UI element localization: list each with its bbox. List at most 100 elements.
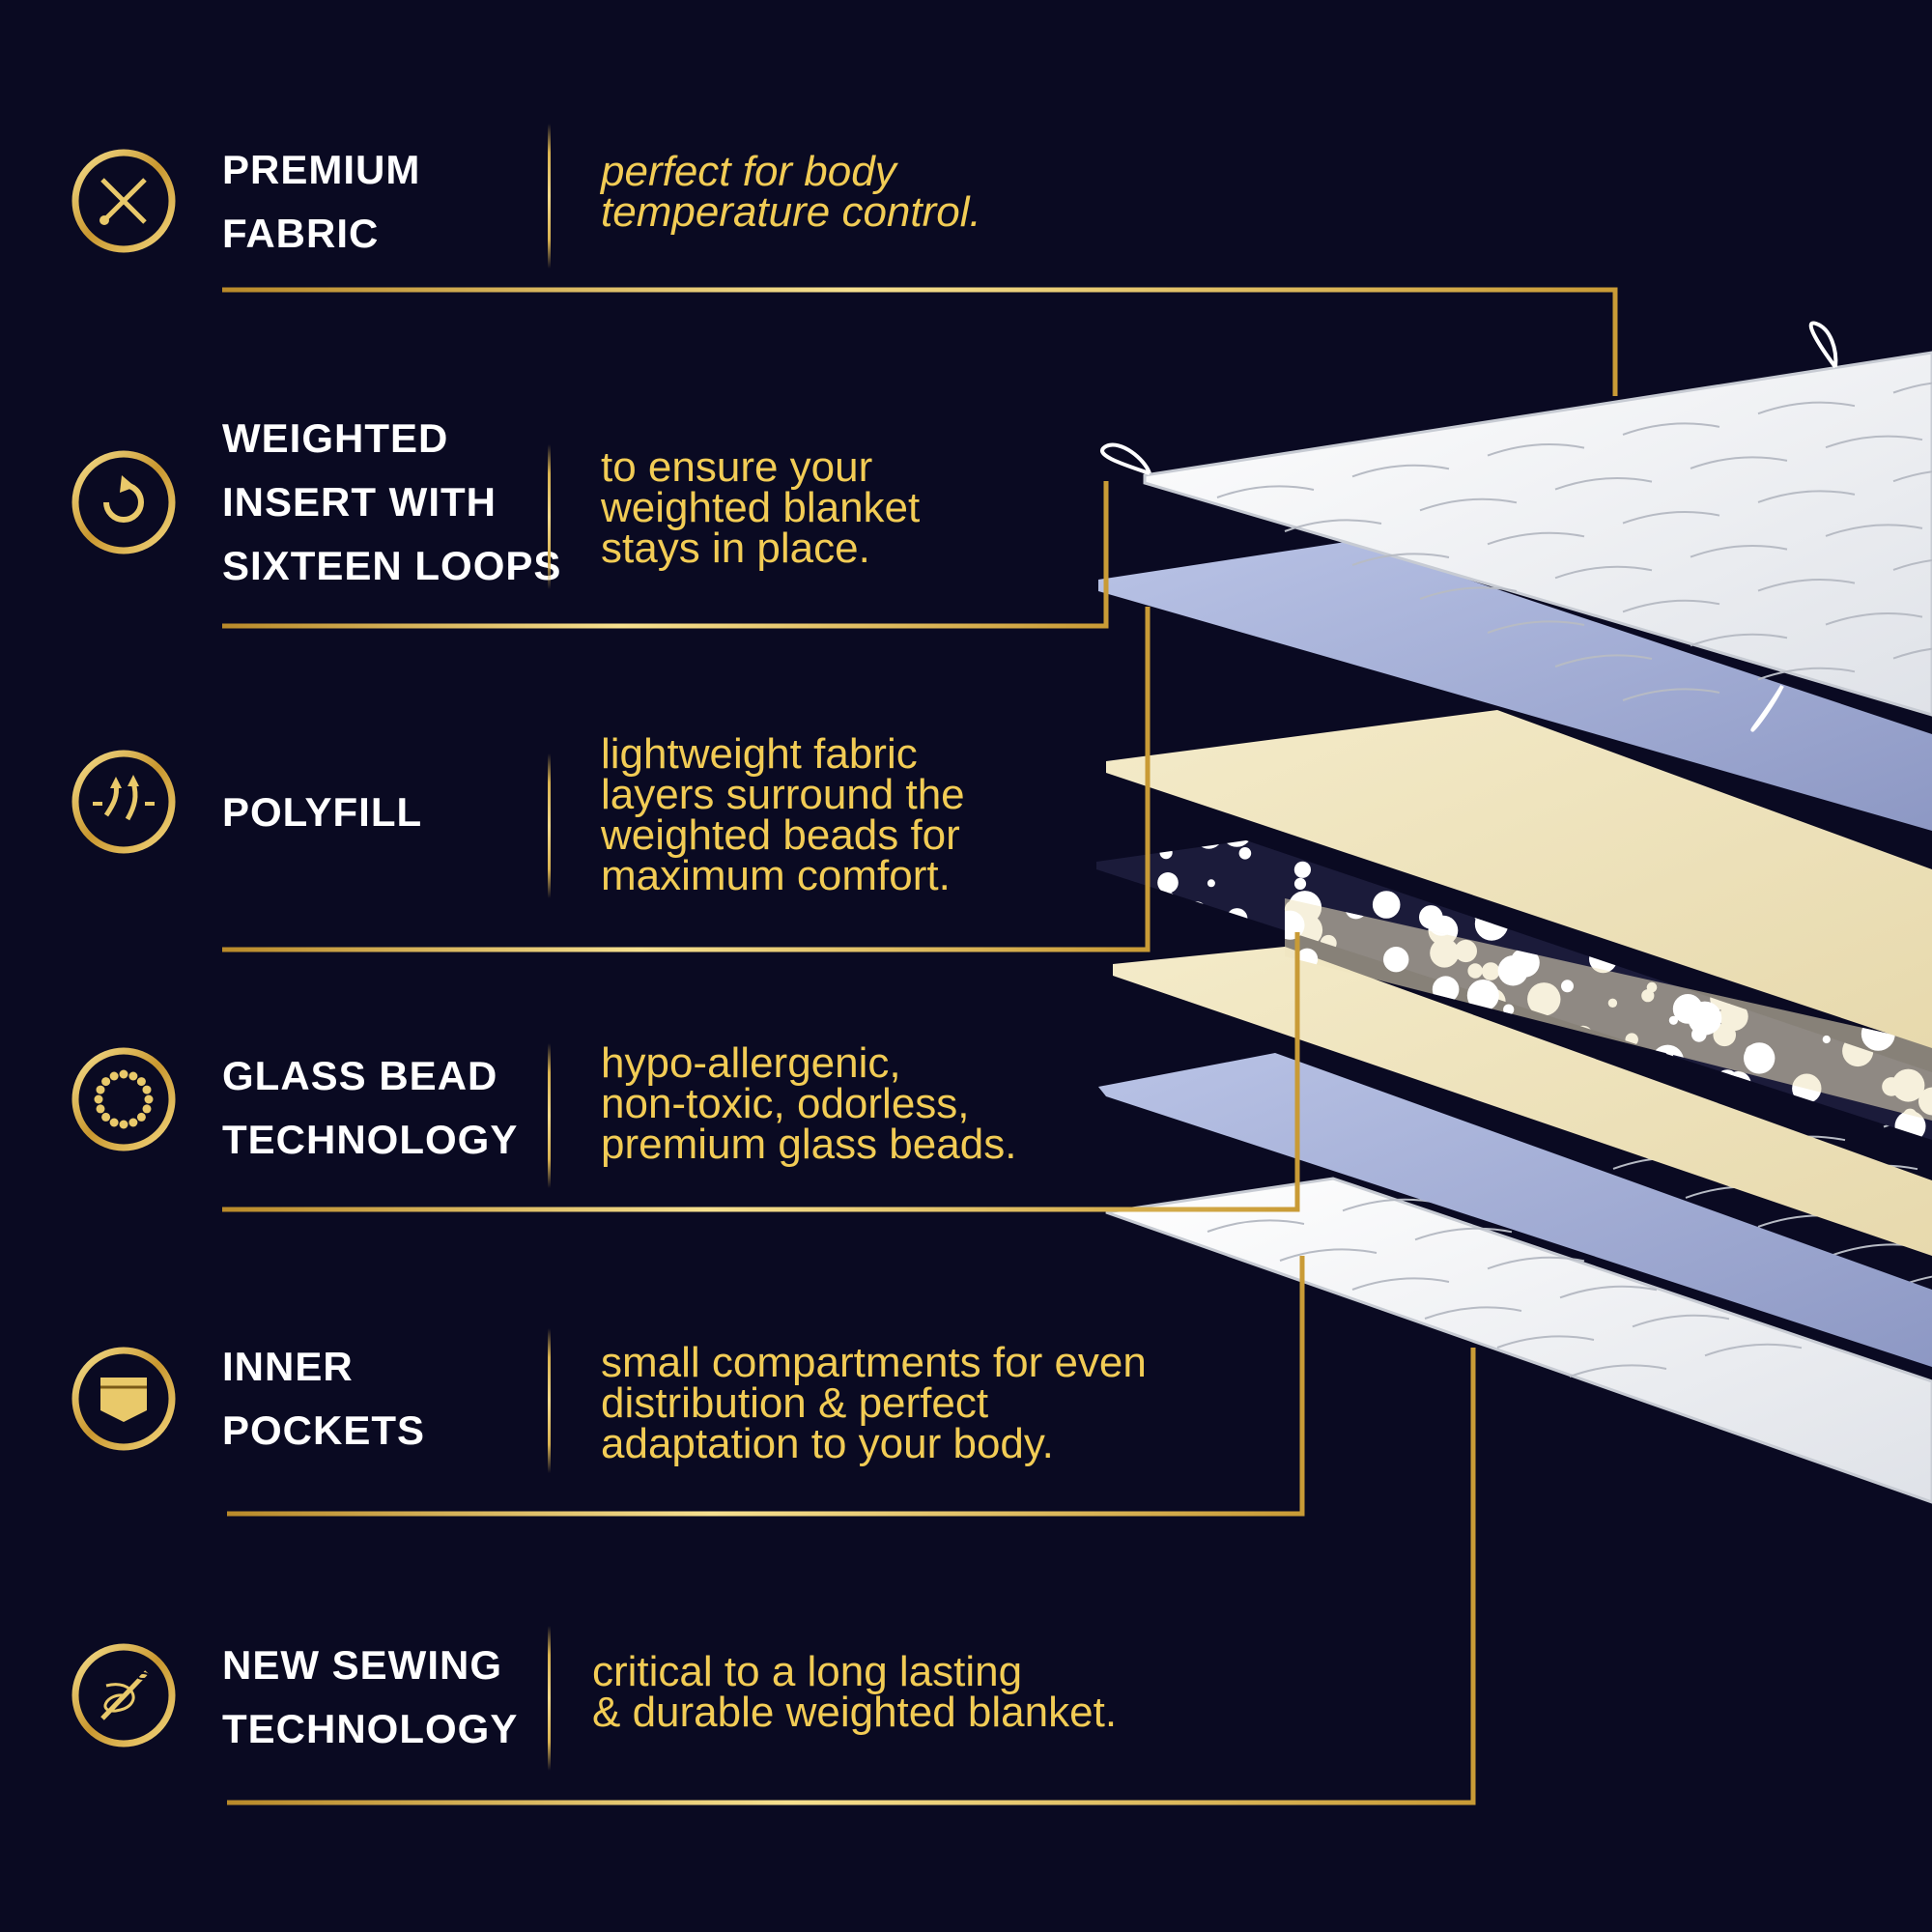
feature-description-line: maximum comfort. [601,852,951,899]
feature-description-line: perfect for body [601,148,896,195]
glass-bead [1087,976,1107,996]
feature-divider [548,444,551,589]
airflow-arrows-icon [68,746,180,858]
glass-bead [1501,915,1512,924]
connector-lines [222,287,1618,1805]
glass-bead [1549,929,1563,943]
glass-bead [1432,976,1460,1003]
glass-bead [1226,908,1248,929]
quilt-stitch [1892,382,1932,394]
glass-bead [1604,948,1615,958]
glass-bead [1096,1130,1113,1140]
feature-divider [548,1626,551,1771]
glass-bead [1651,1044,1685,1078]
feature-title-line: POCKETS [222,1407,426,1453]
glass-bead [1122,1113,1156,1140]
feature-title-line: NEW SEWING [222,1642,502,1688]
quilt-stitch [1554,654,1653,668]
quilt-stitch [1216,485,1315,498]
feature-title: POLYFILL [222,781,422,844]
feature-description-line: to ensure your [601,443,873,491]
quilt-stitch [1622,511,1720,525]
quilt-stitch [1284,519,1382,532]
glass-bead [1157,872,1179,894]
glass-bead [1167,1009,1184,1028]
quilt-stitch [1690,456,1788,469]
feature-title-line: PREMIUM [222,147,421,192]
feature-description-line: layers surround the [601,771,965,818]
glass-bead [1561,980,1574,993]
feature-title-line: FABRIC [222,211,380,256]
quilt-stitch [1622,599,1720,613]
glass-bead [1238,847,1252,860]
glass-bead [1096,1062,1114,1082]
feature-title-line: TECHNOLOGY [222,1117,519,1162]
feature-title-line: POLYFILL [222,789,423,835]
glass-bead [1678,1063,1706,1092]
feature-divider [548,124,551,269]
glass-bead [1171,1056,1187,1072]
needle-thread-icon [68,1639,180,1751]
feature-title-line: TECHNOLOGY [222,1706,519,1751]
feature-title-line: INSERT WITH [222,479,497,525]
feature-divider [548,753,551,898]
glass-bead [1166,938,1177,949]
glass-bead [1195,923,1216,945]
glass-bead [1293,840,1310,856]
glass-bead [1668,1015,1678,1025]
glass-bead [1236,1037,1252,1053]
lower-polyfill-layer [1113,947,1932,1256]
glass-bead [1424,1094,1435,1104]
feature-title: NEW SEWING TECHNOLOGY [222,1634,518,1761]
quilt-stitch [1487,443,1585,457]
quilt-stitch [1622,688,1720,701]
glass-bead [1822,1035,1831,1044]
quilt-stitch [1351,553,1450,566]
glass-bead [1293,877,1307,891]
feature-description-line: adaptation to your body. [601,1420,1054,1467]
quilt-stitch [1825,435,1923,449]
feature-description: critical to a long lasting& durable weig… [592,1648,1117,1734]
glass-bead [1194,840,1223,849]
glass-bead [1221,840,1253,847]
glass-bead [1187,921,1207,940]
quilt-stitch [1351,1277,1450,1291]
feature-title-line: INNER [222,1344,354,1389]
quilt-stitch [1351,464,1450,478]
quilt-stitch [1419,497,1518,512]
quilt-stitch [1424,1306,1522,1320]
lower-blue-layer [1098,1053,1932,1367]
feature-title-line: SIXTEEN LOOPS [222,543,562,588]
glass-bead [1096,886,1117,921]
glass-bead [1186,901,1208,923]
glass-bead [1091,934,1114,957]
quilt-stitch [1704,1343,1803,1357]
quilt-stitch [1690,633,1788,647]
needle-brush-icon [68,145,180,257]
quilt-stitch [1279,1248,1378,1262]
glass-bead [1185,929,1197,941]
feature-description-line: lightweight fabric [601,730,918,778]
quilt-stitch [1414,1227,1513,1241]
quilt-stitch [1825,612,1923,626]
glass-bead [1096,883,1112,908]
feature-description-line: critical to a long lasting [592,1648,1023,1695]
upper-polyfill-layer [1106,710,1932,1048]
feature-divider [548,1328,551,1473]
upper-blue-layer [1098,541,1932,831]
feature-description-line: hypo-allergenic, [601,1039,901,1087]
feature-description-line: weighted beads for [601,811,960,859]
glass-bead [1672,994,1703,1024]
glass-bead [1474,907,1509,941]
glass-bead [1383,947,1409,973]
feature-description: hypo-allergenic,non-toxic, odorless,prem… [601,1039,1016,1166]
quilt-stitch [1892,647,1932,660]
glass-bead [1887,823,1903,839]
